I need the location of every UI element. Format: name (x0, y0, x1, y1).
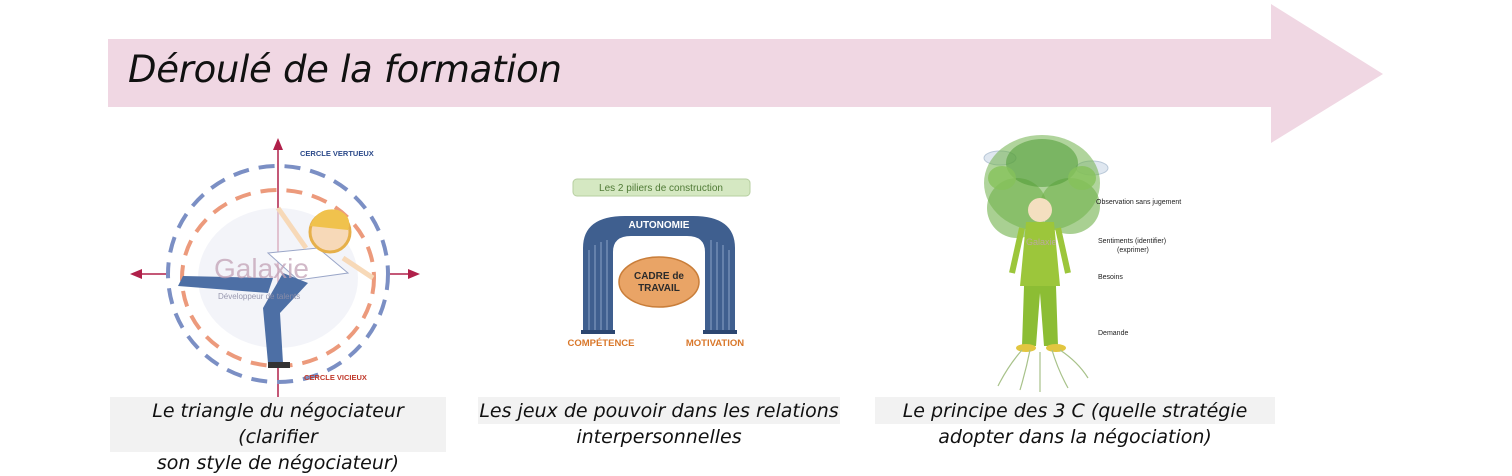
tree-character-illustration: Galaxie Observation sans jugement Sentim… (983, 135, 1181, 392)
negotiator-circle-illustration: Galaxie Développeur de talents CERCLE VE… (130, 138, 420, 398)
arch-pillars (583, 216, 735, 332)
watermark-subtext: Développeur de talents (218, 292, 300, 301)
caption-line: son style de négociateur) (156, 452, 400, 474)
caption-line: adopter dans la négociation) (875, 424, 1275, 450)
caption-power-games: Les jeux de pouvoir dans les relations i… (478, 397, 840, 450)
watermark-text: Galaxie (214, 253, 309, 284)
panel-3c-principle: Galaxie Observation sans jugement Sentim… (912, 108, 1240, 398)
outer-virtuous-circle (166, 164, 390, 384)
label-observation: Observation sans jugement (1096, 199, 1181, 206)
virtuous-circle-label: CERCLE VERTUEUX (300, 149, 374, 158)
caption-line: Les jeux de pouvoir dans les relations (479, 400, 839, 422)
arrow-left-icon (130, 269, 142, 279)
pillars-header-box (572, 178, 751, 197)
center-label-line2: TRAVAIL (638, 283, 680, 294)
center-label-line1: CADRE de (634, 271, 684, 282)
label-exprimer: (exprimer) (1117, 247, 1149, 254)
caption-line: Le triangle du négociateur (clarifier (152, 400, 404, 448)
left-pillar-label: COMPÉTENCE (567, 338, 634, 349)
label-besoins: Besoins (1098, 274, 1123, 281)
tree-roots (997, 349, 1089, 392)
two-pillars-illustration: Les 2 piliers de construction AUTONOMIE … (567, 178, 751, 349)
panel-power-games: Les 2 piliers de construction AUTONOMIE … (555, 170, 765, 360)
arrow-up-icon (273, 138, 283, 150)
slide: Déroulé de la formation (108, 4, 1383, 474)
right-pillar-base (703, 330, 737, 334)
watermark-text: Galaxie (1026, 237, 1057, 247)
label-demande: Demande (1098, 330, 1128, 337)
arrow-shape (108, 4, 1383, 143)
center-ellipse (618, 256, 700, 308)
caption-3c-principle: Le principe des 3 C (quelle stratégie ad… (875, 397, 1275, 450)
pillars-header: Les 2 piliers de construction (599, 183, 723, 194)
character-icon (1009, 198, 1071, 352)
arch-label: AUTONOMIE (629, 220, 690, 231)
character-icon (178, 206, 375, 368)
vicious-circle-label: CERCLE VICIEUX (304, 373, 367, 382)
tree-leaves (984, 135, 1100, 238)
label-sentiments: Sentiments (identifier) (1098, 238, 1166, 245)
caption-line: Le principe des 3 C (quelle stratégie (902, 400, 1248, 422)
caption-line: interpersonnelles (478, 424, 840, 450)
pillar-stripes (588, 240, 730, 330)
banner-title: Déroulé de la formation (128, 48, 562, 91)
caption-negotiator-triangle: Le triangle du négociateur (clarifier so… (110, 397, 446, 474)
arrow-right-icon (408, 269, 420, 279)
left-pillar-base (581, 330, 615, 334)
panel-negotiator-triangle: Galaxie Développeur de talents CERCLE VE… (118, 108, 448, 398)
right-pillar-label: MOTIVATION (686, 338, 744, 349)
timeline-arrow (108, 4, 1383, 143)
